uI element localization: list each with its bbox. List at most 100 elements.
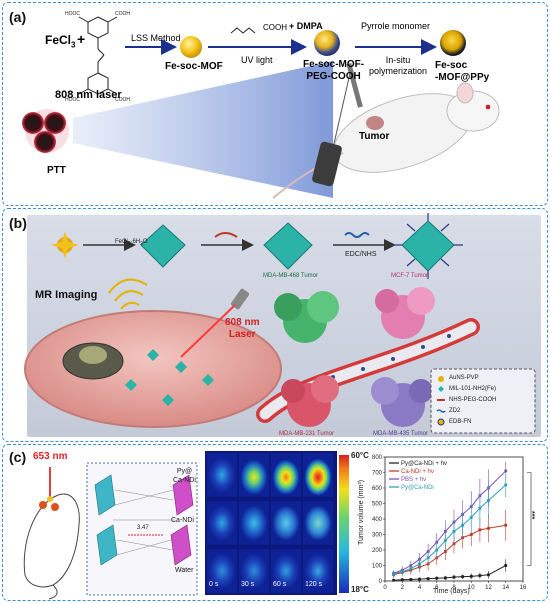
legend-item-0: AuNS-PVP	[449, 375, 479, 381]
series-0-point-5	[435, 576, 439, 580]
y-tick-label-8: 800	[372, 455, 383, 461]
y-tick-label-4: 400	[372, 517, 383, 523]
aun-star	[51, 231, 79, 259]
series-3-point-7	[452, 530, 456, 533]
thermal-cell-r1-c0	[207, 501, 237, 545]
octahedron-1	[140, 224, 186, 268]
lss-method-label: LSS Method	[131, 33, 181, 43]
series-0-point-12	[504, 564, 508, 567]
cell-particles	[125, 349, 214, 406]
legend-swatch-1	[438, 386, 444, 392]
series-1-point-7	[452, 542, 456, 546]
series-3-point-10	[478, 506, 482, 510]
chart-ylabel: Tumor volume (mm³)	[358, 479, 365, 545]
wavelength-label: 653 nm	[33, 451, 68, 462]
fecl3-hydrate-label: FeCl3·6H2O	[115, 239, 148, 248]
thermal-cell-r2-c1	[239, 549, 269, 593]
cell-nucleolus	[79, 346, 107, 364]
y-tick-label-5: 500	[372, 502, 383, 508]
series-3-point-5	[435, 548, 439, 552]
peg-particle	[314, 30, 340, 56]
fe-soc-mof-particle	[180, 36, 202, 58]
row-label-1: Ca-NDi	[171, 517, 194, 524]
laser-beam	[73, 61, 333, 198]
tumor-mcf7	[375, 287, 435, 339]
x-tick-label-2: 4	[418, 585, 422, 591]
dmpa-label: + DMPA	[289, 21, 323, 31]
x-tick-label-7: 14	[502, 585, 509, 591]
x-tick-label-4: 8	[452, 585, 456, 591]
colorbar-min-label: 18°C	[351, 585, 369, 594]
hooc-label-2: HOOC	[65, 97, 80, 103]
plot-frame	[384, 456, 524, 582]
tumor-468	[274, 291, 339, 343]
colorbar-max-label: 60°C	[351, 451, 369, 460]
cooh-label-2: COOH	[115, 97, 130, 103]
thermal-cell-r0-c2	[271, 453, 301, 497]
legend-item-4: EDB-FN	[449, 419, 472, 425]
x-tick-label-0: 0	[383, 585, 387, 591]
mr-imaging-label: MR Imaging	[35, 289, 98, 301]
thermal-cell-r0-c3	[303, 453, 333, 497]
thermal-grid: 0 s 30 s 60 s 120 s	[205, 451, 337, 595]
legend-box-b	[430, 368, 536, 434]
crystal-right	[170, 474, 194, 566]
tumor-spot	[366, 116, 384, 130]
linker-molecule	[78, 16, 118, 95]
legend-swatch-3	[436, 409, 446, 413]
x-tick-label-6: 12	[485, 585, 492, 591]
series-3-point-3	[418, 562, 421, 566]
significance-label: ***	[528, 511, 535, 520]
panel-c-label: (c)	[9, 449, 27, 465]
panel-a: (a)	[2, 2, 548, 206]
mr-waves	[108, 278, 148, 310]
laser-808-label: 808 nm laser	[55, 89, 122, 101]
series-0-point-11	[487, 573, 490, 577]
thermal-cell-r1-c3	[303, 501, 333, 545]
uv-light-label: UV light	[241, 55, 273, 65]
cooh-label-1: COOH	[115, 11, 130, 17]
thermal-cell-r2-c0	[207, 549, 237, 593]
panel-a-label: (a)	[9, 9, 27, 25]
series-3-point-6	[443, 539, 447, 543]
tumor-435	[371, 377, 433, 427]
series-0-point-4	[426, 577, 430, 581]
y-tick-label-6: 600	[372, 486, 383, 492]
panel-c: (c)	[2, 444, 548, 601]
series-0-point-0	[392, 578, 396, 582]
laser-probe	[230, 288, 250, 310]
fe-soc-mof-label: Fe-soc-MOF	[165, 61, 223, 72]
series-0-point-3	[418, 577, 421, 581]
x-tick-label-3: 6	[435, 585, 439, 591]
laser-device	[312, 62, 363, 187]
y-tick-label-1: 100	[372, 564, 383, 570]
x-tick-label-8: 16	[520, 585, 527, 591]
row-label-2: Water	[175, 567, 194, 574]
hooc-label-1: HOOC	[65, 11, 80, 17]
panel-a-artwork: COOH HOOC COOH HOOC	[22, 11, 500, 199]
series-1-point-6	[443, 550, 447, 553]
y-tick-label-0: 0	[379, 579, 383, 585]
mouse-illustration	[272, 82, 500, 199]
thermal-cell-r2-c2	[271, 549, 301, 593]
series-3-point-1	[400, 570, 404, 574]
x-tick-label-5: 10	[468, 585, 475, 591]
plus-sign: +	[77, 31, 86, 47]
tumor-c-2	[51, 503, 59, 511]
time-label-0: 0 s	[209, 581, 219, 588]
tumor-c-1	[39, 501, 47, 509]
time-label-2: 60 s	[273, 581, 287, 588]
ptt-label: PTT	[47, 165, 66, 176]
tumor-231	[281, 375, 339, 427]
significance-bracket	[527, 472, 532, 566]
tumor-435-label: MDA-MB-435 Tumor	[373, 431, 429, 437]
series-0-point-2	[409, 578, 413, 581]
legend-label-3: Py@Ca-NDi	[401, 485, 434, 491]
series-3-point-0	[392, 572, 396, 576]
thermal-cell-r1-c2	[271, 501, 301, 545]
time-label-1: 30 s	[241, 581, 255, 588]
colorbar	[339, 455, 349, 593]
panel-c-artwork	[23, 455, 349, 600]
